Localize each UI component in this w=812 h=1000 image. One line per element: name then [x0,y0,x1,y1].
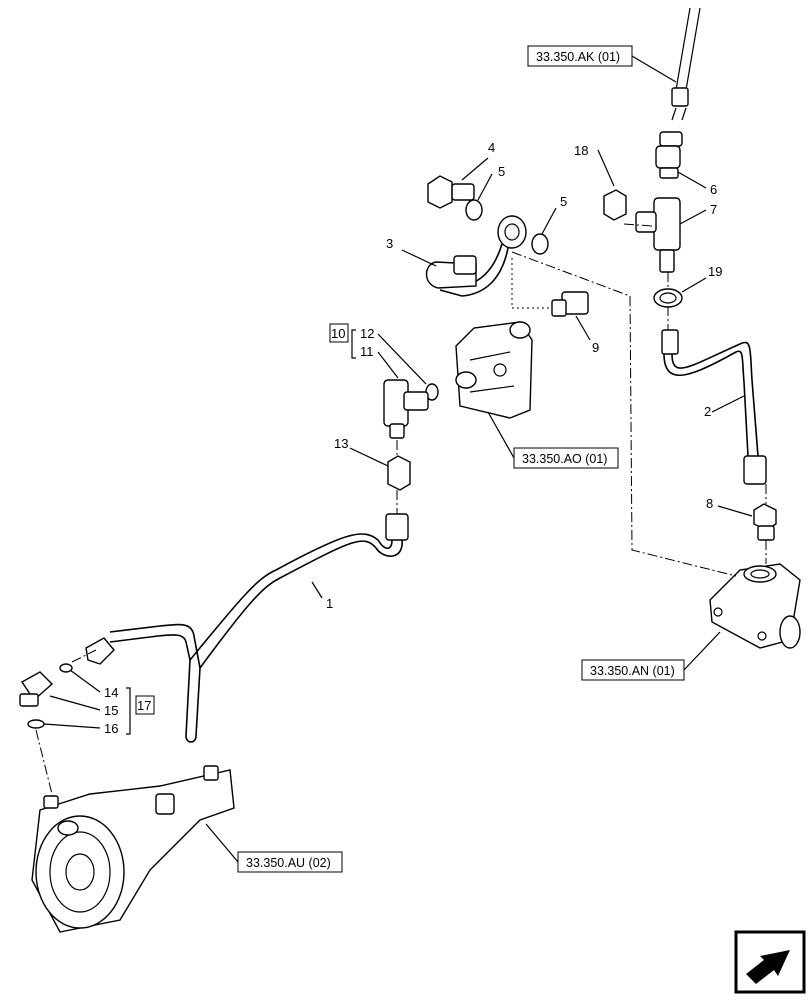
callout-5a: 5 [498,164,505,179]
callout-7: 7 [710,202,717,217]
callout-19: 19 [708,264,722,279]
part-9-fitting [551,291,589,317]
part-7-tee [635,197,681,273]
callout-12: 12 [360,326,374,341]
ref-ao-box[interactable]: 33.350.AO (01) [513,447,619,469]
callout-8: 8 [706,496,713,511]
ref-an-box[interactable]: 33.350.AN (01) [581,659,685,681]
part-11-tee [383,379,429,439]
valve-an [709,563,801,649]
part-5-washer-b [531,233,549,255]
callout-9: 9 [592,340,599,355]
part-6-fitting [655,131,683,179]
callout-17: 17 [137,698,151,713]
pump-au [31,765,235,933]
part-5-washer-a [465,199,483,221]
callout-2: 2 [704,404,711,419]
callout-6: 6 [710,182,717,197]
valve-block-ao [455,321,533,419]
callout-10: 10 [331,326,345,341]
ref-ak-box[interactable]: 33.350.AK (01) [527,45,633,67]
callout-13: 13 [334,436,348,451]
part-14-oring [59,663,73,673]
part-3-pipe [425,215,527,297]
callout-18: 18 [574,143,588,158]
part-4-bolt [427,175,475,209]
callout-16: 16 [104,721,118,736]
part-16-oring [27,719,45,729]
callout-15: 15 [104,703,118,718]
part-1-pipe [85,513,409,743]
part-15-elbow [19,671,54,707]
ref-ao-label: 33.350.AO (01) [522,452,607,466]
next-page-arrow-icon[interactable] [734,930,806,994]
ref-au-box[interactable]: 33.350.AU (02) [237,851,343,873]
part-18-nut [603,189,627,221]
callout-11: 11 [360,344,374,359]
upper-hose [671,7,701,121]
callout-10-box [329,323,349,343]
callout-3: 3 [386,236,393,251]
part-13-nut [387,455,411,491]
ref-ak-label: 33.350.AK (01) [536,50,620,64]
ref-an-label: 33.350.AN (01) [590,664,675,678]
ref-au-label: 33.350.AU (02) [246,856,331,870]
part-8-fitting [753,503,777,541]
part-2-pipe [661,329,767,485]
callout-14: 14 [104,685,118,700]
callout-5b: 5 [560,194,567,209]
callout-17-box [135,695,155,715]
part-19-nut [653,288,683,308]
callout-4: 4 [488,140,495,155]
callout-1: 1 [326,596,333,611]
